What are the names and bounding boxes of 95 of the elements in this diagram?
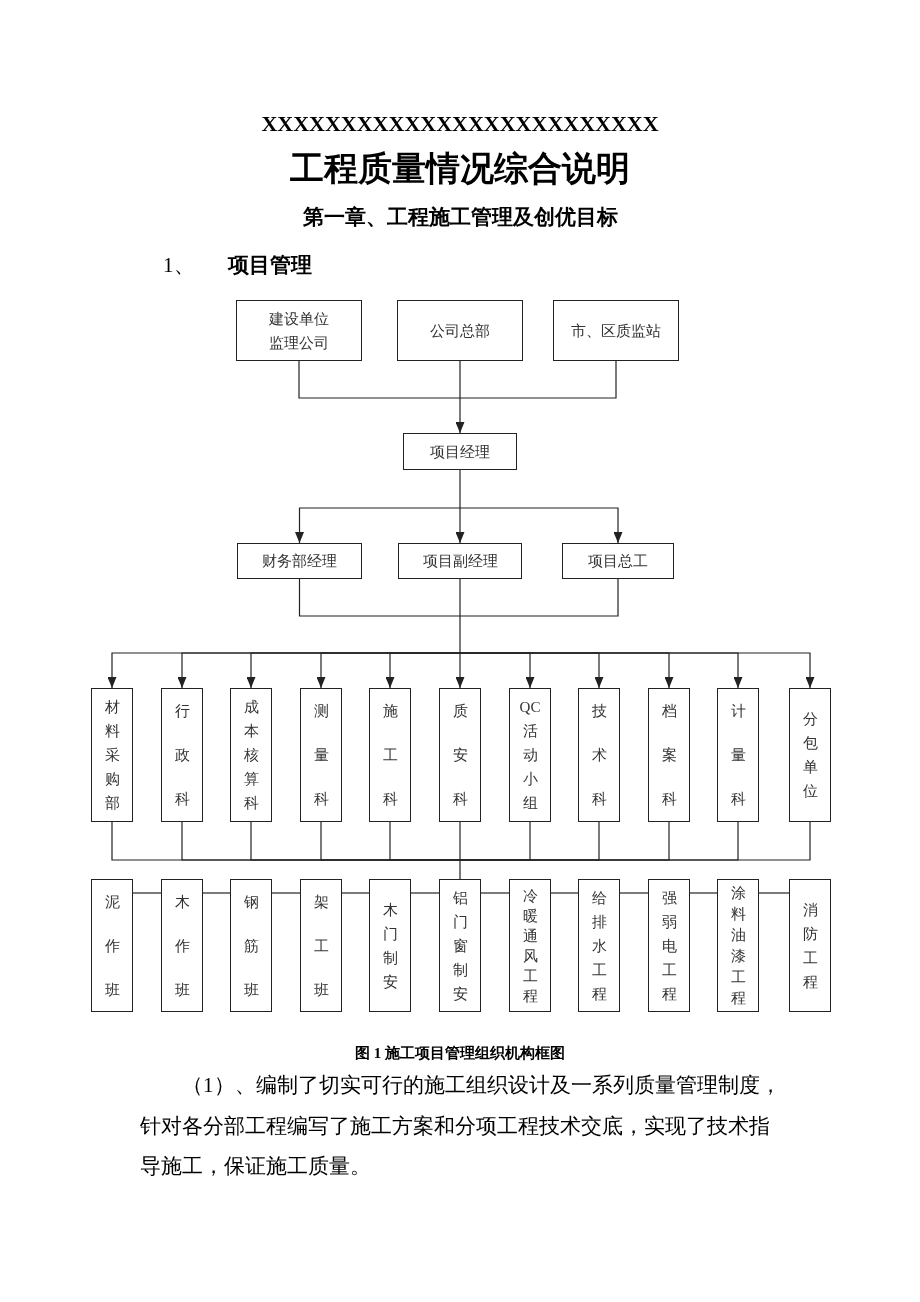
- box-label: 项目副经理: [422, 552, 498, 571]
- org-box: [91, 879, 133, 1012]
- connector-line: [389, 821, 461, 861]
- org-box: [648, 688, 690, 822]
- section-number: 1、: [163, 252, 195, 278]
- connector-line: [459, 821, 811, 861]
- connector-line: [341, 892, 370, 894]
- connector-line: [459, 821, 461, 861]
- org-box: [553, 300, 679, 361]
- box-label: 铝门窗制安: [451, 888, 469, 1004]
- box-label: 木作班: [173, 892, 191, 1000]
- box-label: 钢筋班: [242, 892, 260, 1000]
- box-label: 消防工程: [801, 900, 819, 992]
- box-label: 冷暖通风工程: [521, 886, 539, 1006]
- connector-line: [132, 892, 162, 894]
- chapter-heading: 第一章、工程施工管理及创优目标: [302, 204, 618, 230]
- box-label: 行政科: [173, 702, 191, 809]
- org-box: [648, 879, 690, 1012]
- arrow: [455, 652, 465, 689]
- box-label: 项目经理: [430, 442, 490, 462]
- box-label: 架工班: [312, 892, 330, 1000]
- arrow: [459, 507, 623, 544]
- org-box: [717, 688, 759, 822]
- connector-line: [410, 892, 440, 894]
- org-box: [300, 879, 342, 1012]
- connector-line: [271, 892, 301, 894]
- box-label: 技术科: [590, 702, 608, 809]
- box-label: 项目总工: [588, 552, 648, 571]
- box-label: 市、区质监站: [571, 321, 661, 341]
- org-box: [230, 688, 272, 822]
- box-label: 档案科: [660, 702, 678, 809]
- org-box: [439, 688, 481, 822]
- box-label: 建设单位: [269, 309, 329, 329]
- connector-line: [459, 360, 461, 399]
- org-box: [161, 879, 203, 1012]
- box-label: 成本核算科: [242, 698, 260, 813]
- org-box: [230, 879, 272, 1012]
- box-label: 强弱电工程: [660, 888, 678, 1004]
- box-label: 施工科: [381, 702, 399, 809]
- org-box: [300, 688, 342, 822]
- org-box: [578, 879, 620, 1012]
- connector-line: [689, 892, 718, 894]
- org-box: [403, 433, 517, 470]
- page-title: 工程质量情况综合说明: [290, 149, 630, 189]
- org-box: [578, 688, 620, 822]
- connector-line: [459, 469, 461, 509]
- box-label: 给排水工程: [590, 888, 608, 1004]
- box-label: QC活动小组: [518, 698, 542, 813]
- org-box: [562, 543, 674, 579]
- connector-line: [459, 360, 617, 399]
- body-paragraph: （1）、编制了切实可行的施工组织设计及一系列质量管理制度，针对各分部工程编写了施工方案和分项工程技术交底，实现了技术指导施工，保证施工质量。: [140, 1072, 782, 1180]
- document-header: XXXXXXXXXXXXXXXXXXXXXXXXX: [261, 111, 659, 137]
- box-label: 分包单位: [801, 710, 819, 801]
- box-label: 材料采购部: [103, 698, 121, 813]
- org-box: [91, 688, 133, 822]
- connector-line: [619, 892, 649, 894]
- org-box: [717, 879, 759, 1012]
- box-label: 财务部经理: [262, 552, 337, 571]
- box-label: 公司总部: [430, 321, 490, 341]
- org-box: [398, 543, 522, 579]
- connector-line: [459, 578, 461, 617]
- connector-line: [459, 578, 619, 617]
- connector-line: [550, 892, 579, 894]
- connector-line: [202, 892, 231, 894]
- org-box: [237, 543, 362, 579]
- box-label: 木门制安: [381, 900, 399, 992]
- org-box: [439, 879, 481, 1012]
- arrow: [459, 652, 815, 689]
- connector-line: [459, 859, 461, 880]
- org-box: [369, 879, 411, 1012]
- arrow: [295, 507, 461, 544]
- connector-line: [459, 615, 461, 654]
- arrow: [455, 397, 465, 434]
- connector-line: [298, 578, 461, 617]
- org-box: [509, 879, 551, 1012]
- box-label: 质安科: [451, 702, 469, 809]
- box-label: 测量科: [312, 702, 330, 809]
- connector-line: [758, 892, 790, 894]
- connector-line: [298, 360, 461, 399]
- org-box: [789, 688, 831, 822]
- org-box: [509, 688, 551, 822]
- org-box: [161, 688, 203, 822]
- box-label: 泥作班: [103, 892, 121, 1000]
- org-box: [789, 879, 831, 1012]
- box-label: 监理公司: [269, 333, 329, 353]
- figure-caption: 图 1 施工项目管理组织机构框图: [355, 1044, 565, 1063]
- box-label: 计量科: [729, 702, 747, 809]
- org-box: [236, 300, 362, 361]
- connector-line: [480, 892, 510, 894]
- section-heading: 项目管理: [228, 252, 312, 278]
- arrow: [385, 652, 461, 689]
- org-box: [397, 300, 523, 361]
- org-box: [369, 688, 411, 822]
- box-label: 涂料油漆工程: [729, 883, 747, 1008]
- arrow: [455, 507, 465, 544]
